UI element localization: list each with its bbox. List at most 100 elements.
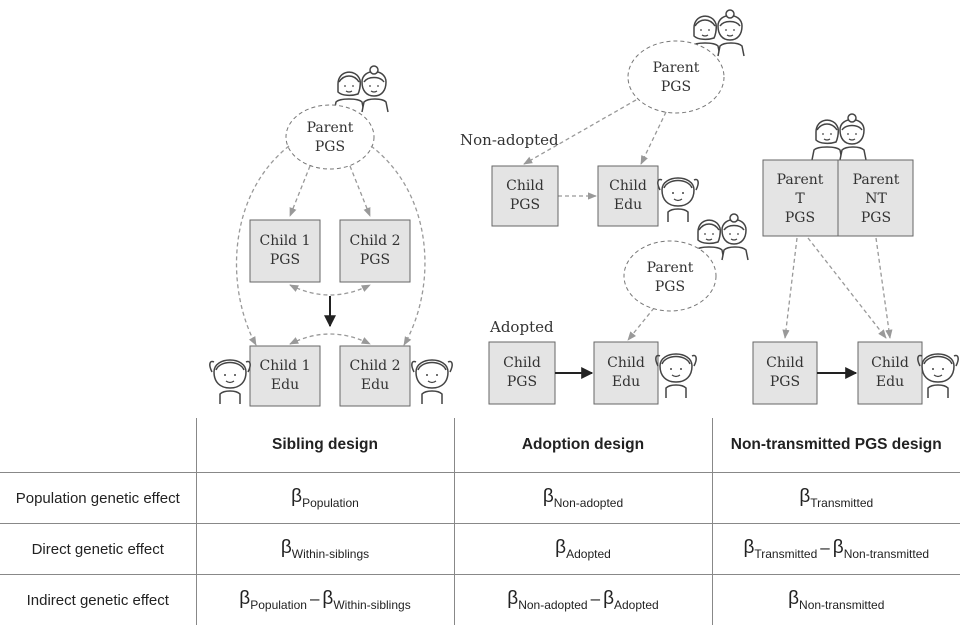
table-row: Population genetic effect βPopulation βN… — [0, 473, 960, 524]
beta-subscript: Within-siblings — [333, 598, 410, 612]
parent-t-pgs-label: T — [795, 191, 805, 207]
beta-symbol: β — [788, 588, 799, 609]
non-transmitted-design-diagram: Parent T PGS Parent NT PGS Child PGS Chi… — [753, 114, 958, 404]
beta-subscript: Non-adopted — [518, 598, 587, 612]
header-blank — [0, 418, 196, 473]
beta-subscript: Within-siblings — [292, 547, 369, 561]
parents-icon — [812, 114, 866, 160]
child-edu-node — [858, 342, 922, 404]
beta-subscript: Transmitted — [754, 547, 817, 561]
child2-edu-node — [340, 346, 410, 406]
parent-pgs-label: Parent — [653, 60, 700, 76]
beta-subscript: Non-adopted — [554, 496, 623, 510]
adoption-cell: βAdopted — [454, 524, 712, 575]
child-pgs-node — [753, 342, 817, 404]
table-row: Indirect genetic effect βPopulation–βWit… — [0, 575, 960, 625]
parent-nt-pgs-label: Parent — [853, 172, 900, 188]
sibling-cell: βWithin-siblings — [196, 524, 454, 575]
parent-pgs-label: Parent — [307, 120, 354, 136]
parent-pgs-label: PGS — [315, 139, 345, 155]
beta-symbol: β — [833, 537, 844, 558]
beta-subscript: Non-transmitted — [799, 598, 884, 612]
child2-pgs-label: PGS — [360, 252, 390, 268]
header-sibling-design: Sibling design — [196, 418, 454, 473]
beta-symbol: β — [322, 588, 333, 609]
child-pgs-label: Child — [766, 355, 804, 371]
parent-pgs-node — [628, 41, 724, 113]
child1-pgs-label: PGS — [270, 252, 300, 268]
minus-sign: – — [817, 538, 832, 557]
child-pgs-label: PGS — [770, 374, 800, 390]
adopted-child-edu-node — [594, 342, 658, 404]
child-pgs-label: Child — [503, 355, 541, 371]
parent-pgs-label: Parent — [647, 260, 694, 276]
parent-t-pgs-label: PGS — [785, 210, 815, 226]
child-pgs-label: Child — [506, 178, 544, 194]
child-icon — [656, 354, 696, 398]
non-adopted-label: Non-adopted — [460, 131, 559, 149]
parents-icon — [334, 66, 388, 112]
sibling-design-diagram: Parent PGS Child 1 PGS Child 2 PGS Child… — [210, 66, 452, 406]
table-header-row: Sibling design Adoption design Non-trans… — [0, 418, 960, 473]
study-design-diagram: Parent PGS Child 1 PGS Child 2 PGS Child… — [0, 0, 960, 408]
parent-pgs-node — [286, 105, 374, 169]
child-icon — [210, 360, 250, 404]
parent-t-pgs-label: Parent — [777, 172, 824, 188]
sibling-cell: βPopulation — [196, 473, 454, 524]
row-label: Direct genetic effect — [0, 524, 196, 575]
row-label: Indirect genetic effect — [0, 575, 196, 625]
child-edu-label: Edu — [612, 374, 640, 390]
beta-symbol: β — [507, 588, 518, 609]
non-adopted-child-pgs-node — [492, 166, 558, 226]
adopted-child-pgs-node — [489, 342, 555, 404]
child-edu-label: Edu — [876, 374, 904, 390]
beta-symbol: β — [543, 486, 554, 507]
minus-sign: – — [307, 589, 322, 608]
adopted-label: Adopted — [489, 318, 554, 336]
child2-pgs-label: Child 2 — [349, 233, 400, 249]
child2-edu-label: Child 2 — [349, 358, 400, 374]
child-edu-label: Child — [609, 178, 647, 194]
beta-subscript: Adopted — [614, 598, 659, 612]
child1-edu-label: Child 1 — [259, 358, 310, 374]
child-pgs-label: PGS — [507, 374, 537, 390]
parent-nt-pgs-label: PGS — [861, 210, 891, 226]
child1-edu-node — [250, 346, 320, 406]
beta-symbol: β — [281, 537, 292, 558]
header-adoption-design: Adoption design — [454, 418, 712, 473]
beta-symbol: β — [603, 588, 614, 609]
sibling-cell: βPopulation–βWithin-siblings — [196, 575, 454, 625]
minus-sign: – — [588, 589, 603, 608]
non-adopted-child-edu-node — [598, 166, 658, 226]
child1-pgs-node — [250, 220, 320, 282]
parent-pgs-label: PGS — [655, 279, 685, 295]
beta-symbol: β — [799, 486, 810, 507]
beta-subscript: Transmitted — [810, 496, 873, 510]
adoption-cell: βNon-adopted–βAdopted — [454, 575, 712, 625]
row-label: Population genetic effect — [0, 473, 196, 524]
child-icon — [918, 354, 958, 398]
table-row: Direct genetic effect βWithin-siblings β… — [0, 524, 960, 575]
child-edu-label: Edu — [614, 197, 642, 213]
child-icon — [412, 360, 452, 404]
beta-symbol: β — [743, 537, 754, 558]
beta-symbol: β — [291, 486, 302, 507]
adoption-cell: βNon-adopted — [454, 473, 712, 524]
parent-pgs-node — [624, 241, 716, 311]
beta-subscript: Adopted — [566, 547, 611, 561]
child1-pgs-label: Child 1 — [259, 233, 310, 249]
non-transmitted-cell: βTransmitted — [712, 473, 960, 524]
child-edu-label: Child — [607, 355, 645, 371]
child1-edu-label: Edu — [271, 377, 299, 393]
child2-pgs-node — [340, 220, 410, 282]
child2-edu-label: Edu — [361, 377, 389, 393]
beta-subscript: Population — [302, 496, 359, 510]
child-icon — [658, 178, 698, 222]
non-transmitted-cell: βTransmitted–βNon-transmitted — [712, 524, 960, 575]
beta-subscript: Non-transmitted — [844, 547, 929, 561]
parent-nt-pgs-label: NT — [865, 191, 887, 207]
child-edu-label: Child — [871, 355, 909, 371]
effects-table-container: Sibling design Adoption design Non-trans… — [0, 418, 960, 624]
non-transmitted-cell: βNon-transmitted — [712, 575, 960, 625]
beta-subscript: Population — [250, 598, 307, 612]
